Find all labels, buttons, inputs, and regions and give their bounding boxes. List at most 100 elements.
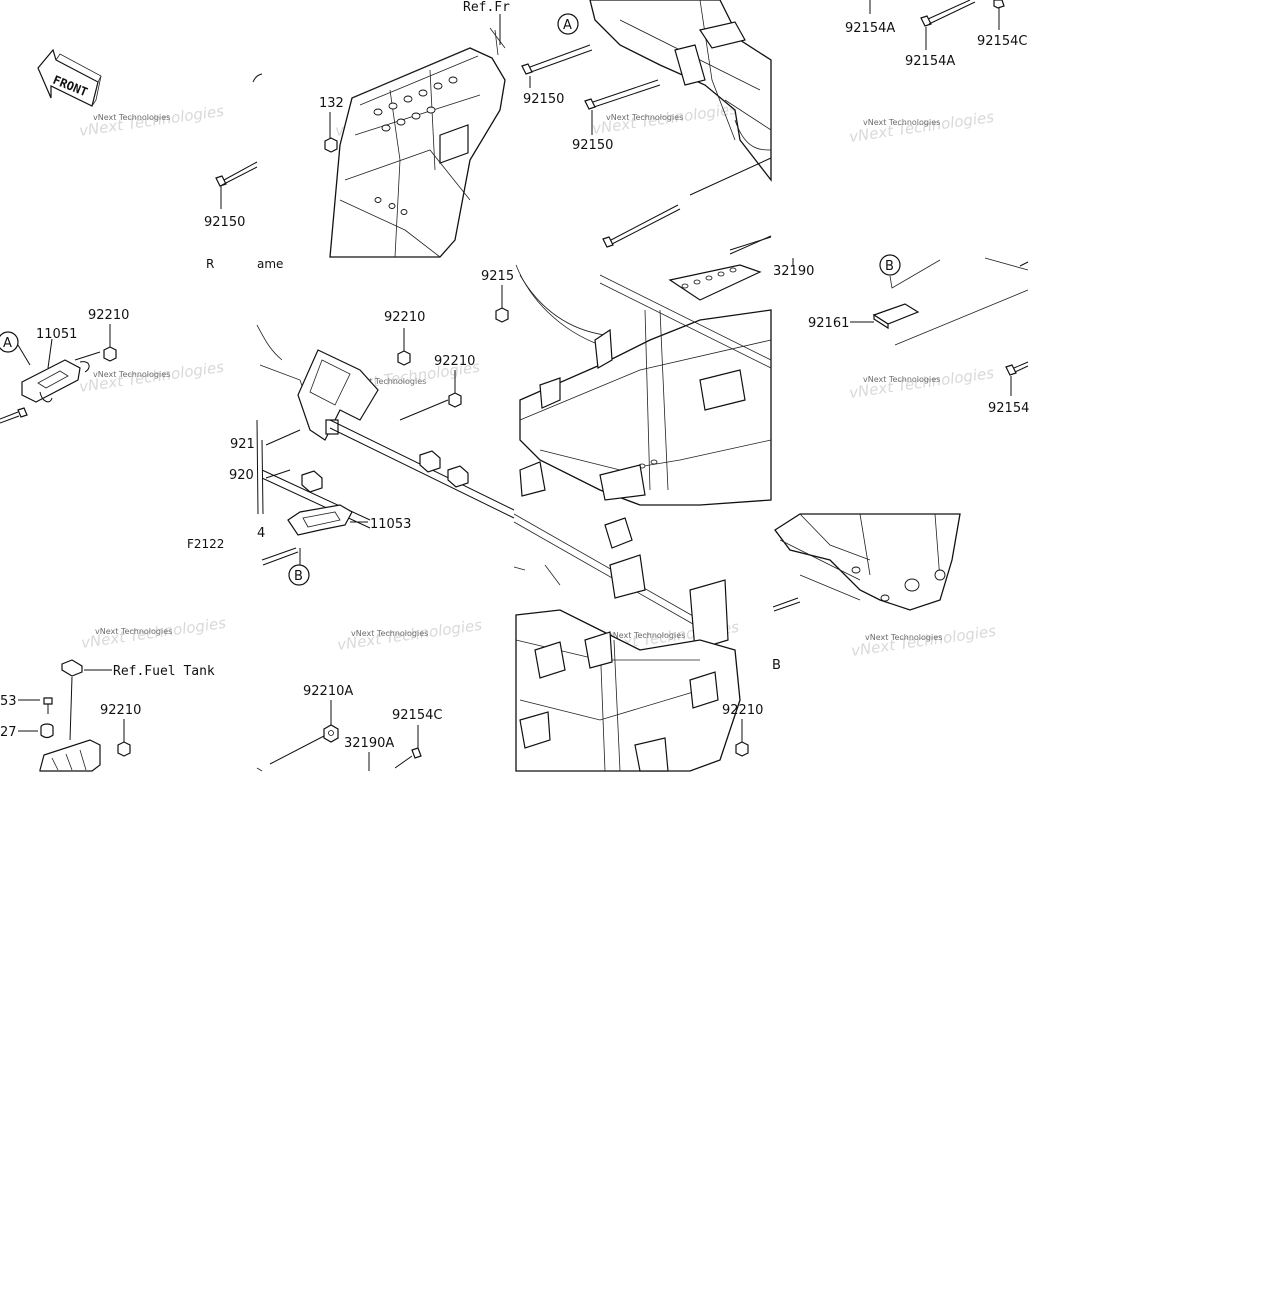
watermark-text: vNext Technologies bbox=[349, 377, 426, 386]
nut-92210-left bbox=[103, 324, 117, 362]
label-92210-mid-1: 92210 bbox=[384, 310, 425, 325]
label-132: 132 bbox=[319, 96, 344, 111]
bolt-bottom-right bbox=[772, 597, 801, 612]
callout-b-mid: B bbox=[288, 564, 310, 586]
label-92210-bottom-right: 92210 bbox=[722, 703, 763, 718]
label-92210-left: 92210 bbox=[88, 308, 129, 323]
watermark-text: vNext Technologies bbox=[95, 627, 172, 636]
watermark-text: vNext Technologies bbox=[863, 375, 940, 384]
tile-bottom-center-left: 92210A 92154C 32190A bbox=[256, 684, 442, 772]
label-ref-frame-partial: R bbox=[206, 257, 214, 271]
callout-b-right: B bbox=[879, 254, 901, 276]
tile-middle-center-left: 92210 92210 921 920 11053 4 B F2122 9215 bbox=[187, 269, 515, 586]
bolt-long-lower bbox=[602, 157, 772, 255]
label-92210-bottom-left: 92210 bbox=[100, 703, 141, 718]
label-27-cut: 27 bbox=[0, 725, 17, 740]
label-b-edge: B bbox=[772, 658, 781, 673]
tile-top-left: 92150 R bbox=[204, 73, 263, 271]
nut-92210-bottom-right bbox=[735, 719, 749, 757]
tile-bottom-right: 92210 B bbox=[722, 513, 961, 757]
bolt-53 bbox=[18, 697, 53, 714]
nut-9215-mid bbox=[495, 285, 509, 323]
label-11051: 11051 bbox=[36, 327, 77, 342]
label-92154-right: 92154 bbox=[988, 401, 1029, 416]
nut-92210a bbox=[269, 700, 339, 765]
watermark-text: vNext Technologies bbox=[863, 118, 940, 127]
bracket-11053 bbox=[287, 504, 368, 536]
svg-text:B: B bbox=[294, 569, 303, 584]
bolt-92150-left bbox=[215, 161, 258, 209]
label-92210-mid-2: 92210 bbox=[434, 354, 475, 369]
watermark-text: vNext Technologies bbox=[351, 629, 428, 638]
label-ref-fuel-tank: Ref.Fuel Tank bbox=[113, 664, 215, 679]
clips-row bbox=[301, 450, 469, 493]
label-92154c-bottom: 92154C bbox=[392, 708, 442, 723]
bolt-stub-left bbox=[0, 407, 28, 424]
bolt-92154c-bottom bbox=[394, 725, 422, 769]
collar-27 bbox=[18, 723, 54, 739]
label-53-cut: 53 bbox=[0, 694, 17, 709]
bracket-11051 bbox=[21, 338, 101, 403]
label-32190: 32190 bbox=[773, 264, 814, 279]
nut-92210-mid-1 bbox=[397, 328, 411, 366]
label-4-cut: 4 bbox=[257, 526, 265, 541]
label-92150-b: 92150 bbox=[572, 138, 613, 153]
tile-top-center-left: Ref.Fr 132 ame bbox=[257, 0, 510, 271]
bolt-92150-a bbox=[521, 44, 593, 88]
bracket-upper bbox=[297, 349, 379, 441]
tile-top-center-right: A 92150 92150 bbox=[521, 0, 772, 255]
label-920-cut: 920 bbox=[229, 468, 254, 483]
tile-top-right: 92154A 92154A 92154C bbox=[845, 0, 1027, 69]
bolt-92150-b bbox=[584, 79, 661, 135]
bolt-92154a bbox=[869, 0, 976, 50]
label-921-cut: 921 bbox=[230, 437, 255, 452]
callout-a-top: A bbox=[557, 13, 579, 35]
figure-code: F2122 bbox=[187, 537, 224, 551]
label-ref-frame-top: Ref.Fr bbox=[463, 0, 510, 15]
label-11053: 11053 bbox=[370, 517, 411, 532]
watermark-text: vNext Technologies bbox=[93, 113, 170, 122]
label-ame: ame bbox=[257, 257, 283, 271]
tile-bottom-center-right bbox=[513, 513, 741, 772]
front-arrow-icon: FRONT bbox=[37, 48, 102, 107]
nut-92154c-top bbox=[993, 0, 1005, 30]
nut-92210-mid-2 bbox=[399, 370, 462, 421]
tile-bottom-left: Ref.Fuel Tank 53 27 92210 bbox=[0, 659, 215, 772]
bolt-lower-left bbox=[261, 547, 301, 566]
pad-92161 bbox=[850, 303, 920, 330]
watermark-text: vNext Technologies bbox=[608, 631, 685, 640]
tile-middle-left: A 11051 92210 bbox=[0, 308, 129, 424]
svg-text:A: A bbox=[563, 18, 572, 33]
label-92154c-top: 92154C bbox=[977, 34, 1027, 49]
bolt-92154-right bbox=[1005, 361, 1029, 396]
label-92154a-2: 92154A bbox=[905, 54, 955, 69]
pad-ref-fuel-tank bbox=[61, 659, 112, 741]
watermark-text: vNext Technologies bbox=[606, 113, 683, 122]
label-92161: 92161 bbox=[808, 316, 849, 331]
label-92210a: 92210A bbox=[303, 684, 353, 699]
callout-a-left: A bbox=[0, 331, 19, 353]
label-92150-a: 92150 bbox=[523, 92, 564, 107]
watermark-text: vNext Technologies bbox=[93, 370, 170, 379]
tile-middle-center-right bbox=[515, 236, 794, 506]
label-9215-mid: 9215 bbox=[481, 269, 514, 284]
watermark-text: vNext Technologies bbox=[865, 633, 942, 642]
tile-middle-right: 32190 B 92161 92154 bbox=[773, 254, 1029, 416]
label-92150-left: 92150 bbox=[204, 215, 245, 230]
label-92154a-1: 92154A bbox=[845, 21, 895, 36]
svg-text:B: B bbox=[885, 259, 894, 274]
nut-92210-bottom-left bbox=[117, 719, 131, 757]
svg-text:A: A bbox=[3, 336, 12, 351]
nut-132 bbox=[324, 112, 338, 153]
label-32190a: 32190A bbox=[344, 736, 394, 751]
